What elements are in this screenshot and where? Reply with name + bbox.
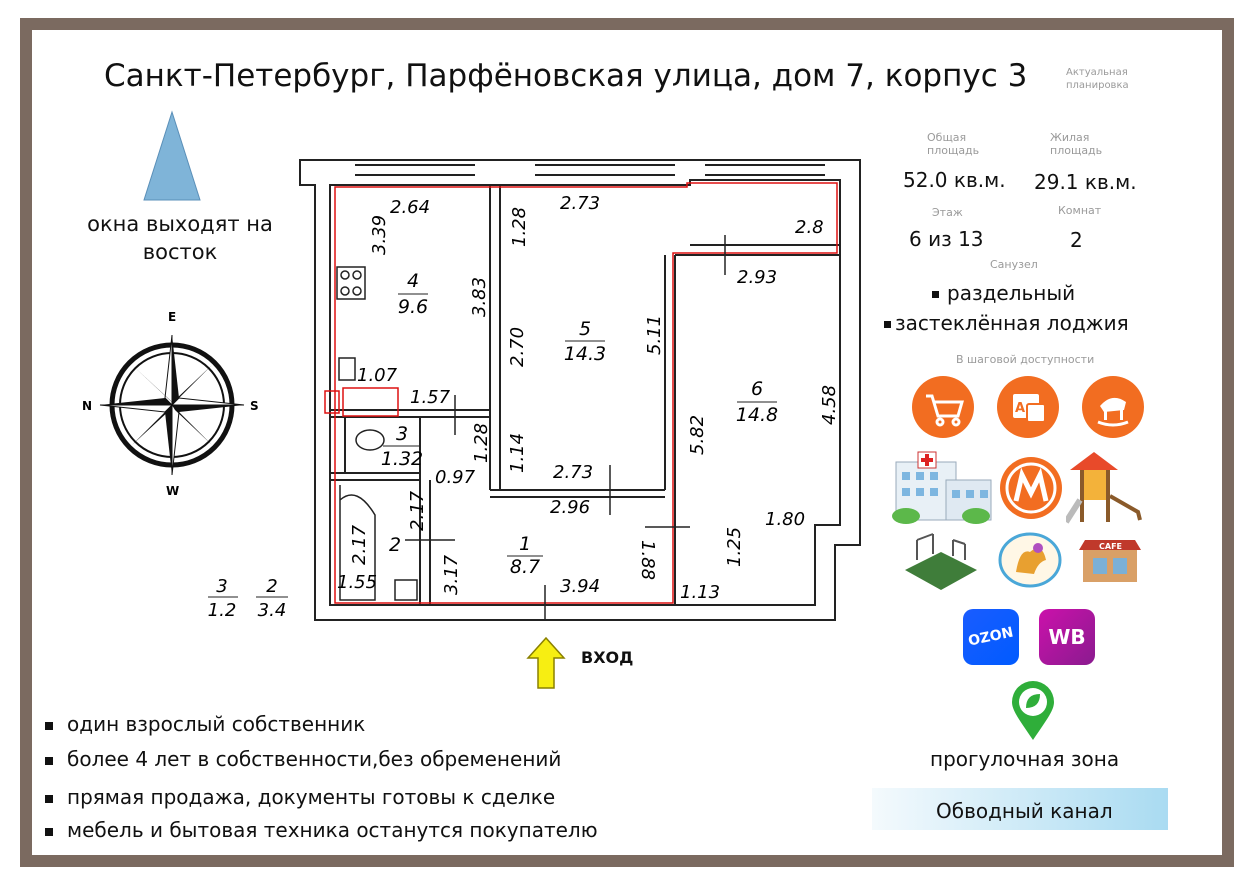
area-legend: 3 1.2 2 3.4 — [208, 576, 288, 621]
dim: 2.70 — [507, 327, 528, 367]
direction-arrow-icon — [143, 110, 201, 201]
page-title: Санкт-Петербург, Парфёновская улица, дом… — [104, 58, 1028, 94]
kindergarten-icon — [1082, 376, 1144, 438]
location-pin-icon — [1012, 681, 1054, 740]
wb-label: WB — [1048, 625, 1086, 649]
dim: 2.64 — [390, 197, 430, 218]
floor-plan: 4 9.6 5 14.3 6 14.8 3 1.32 2 1 8.7 2.64 … — [299, 159, 861, 621]
dim: 2.17 — [407, 490, 428, 531]
total-area-value: 52.0 кв.м. — [903, 168, 1006, 192]
entrance-label: ВХОД — [581, 648, 634, 667]
legend-3-num: 3 — [216, 576, 227, 597]
compass-rose-icon: E N S W — [82, 310, 259, 498]
compass-w: W — [166, 484, 179, 498]
dim: 5.82 — [687, 415, 708, 455]
dim: 3.39 — [369, 215, 390, 255]
ozon-app-icon: OZON — [963, 609, 1019, 665]
room-2-num: 2 — [389, 534, 401, 556]
dim: 1.88 — [637, 540, 658, 580]
walking-distance-label: В шаговой доступности — [956, 353, 1095, 366]
room-1-area: 8.7 — [510, 556, 540, 578]
room-3-num: 3 — [396, 423, 408, 445]
school-icon: A — [997, 376, 1059, 438]
svg-text:CAFE: CAFE — [1099, 542, 1122, 551]
room-5-num: 5 — [579, 318, 591, 340]
room-3-area: 1.32 — [381, 448, 423, 470]
walk-zone-label: прогулочная зона — [930, 747, 1120, 771]
dim: 2.96 — [550, 497, 590, 518]
bullet-furniture: мебель и бытовая техника останутся покуп… — [45, 818, 598, 842]
feature-loggia: застеклённая лоджия — [884, 311, 1129, 335]
living-area-value: 29.1 кв.м. — [1034, 170, 1137, 194]
room-6-area: 14.8 — [736, 404, 778, 426]
rooms-label: Комнат — [1058, 204, 1102, 217]
room-4-area: 9.6 — [398, 296, 428, 318]
fitness-icon — [998, 532, 1062, 588]
dim: 2.73 — [560, 193, 600, 214]
shop-cart-icon — [912, 376, 974, 438]
legend-3-area: 1.2 — [208, 600, 237, 621]
windows-note: окна выходят на восток — [87, 212, 273, 264]
sports-ground-icon — [905, 533, 977, 590]
dim: 1.28 — [471, 423, 492, 463]
dim: 3.94 — [560, 576, 600, 597]
dim: 1.55 — [337, 572, 377, 593]
dim: 2.8 — [795, 217, 824, 238]
dim: 1.80 — [765, 509, 805, 530]
room-5-area: 14.3 — [564, 343, 606, 365]
rooms-value: 2 — [1070, 228, 1083, 252]
dim: 4.58 — [819, 385, 840, 425]
compass-s: S — [250, 399, 259, 413]
ozon-label: OZON — [966, 624, 1015, 650]
dim: 3.83 — [469, 277, 490, 317]
dim: 1.14 — [507, 433, 528, 473]
dim: 0.97 — [435, 467, 476, 488]
playground-icon — [1066, 452, 1142, 524]
legend-2-num: 2 — [266, 576, 277, 597]
entrance-arrow-icon — [526, 636, 566, 689]
living-area-label: Жилая площадь — [1050, 131, 1103, 157]
dim: 1.28 — [509, 207, 530, 247]
dim: 1.25 — [724, 527, 745, 567]
feature-bathroom: раздельный — [932, 281, 1075, 305]
bullet-owner: один взрослый собственник — [45, 712, 365, 736]
actual-plan-label: Актуальная планировка — [1066, 67, 1129, 91]
floor-value: 6 из 13 — [909, 227, 984, 251]
dim: 3.17 — [441, 554, 462, 595]
compass-e: E — [168, 310, 176, 324]
canal-band — [872, 788, 1168, 830]
canal-label: Обводный канал — [936, 799, 1113, 823]
compass-n: N — [82, 399, 92, 413]
floor-label: Этаж — [932, 206, 963, 219]
dim: 1.13 — [680, 582, 720, 603]
cafe-icon: CAFE — [1079, 540, 1141, 582]
room-4-num: 4 — [407, 270, 419, 292]
hospital-icon — [892, 451, 992, 524]
legend-2-area: 3.4 — [258, 600, 287, 621]
total-area-label: Общая площадь — [927, 131, 980, 157]
room-1-num: 1 — [519, 533, 531, 555]
bullet-sale: прямая продажа, документы готовы к сделк… — [45, 785, 555, 809]
dim: 5.11 — [644, 315, 665, 355]
room-6-num: 6 — [751, 378, 763, 400]
dim: 2.93 — [737, 267, 777, 288]
svg-text:A: A — [1015, 401, 1025, 416]
bathroom-label: Санузел — [990, 258, 1038, 271]
bullet-ownership: более 4 лет в собственности,без обремене… — [45, 747, 561, 771]
wb-app-icon: WB — [1039, 609, 1095, 665]
dim: 2.73 — [553, 462, 593, 483]
metro-icon — [1000, 457, 1062, 519]
dim: 1.57 — [410, 387, 451, 408]
dim: 1.07 — [357, 365, 398, 386]
dim: 2.17 — [349, 524, 370, 565]
